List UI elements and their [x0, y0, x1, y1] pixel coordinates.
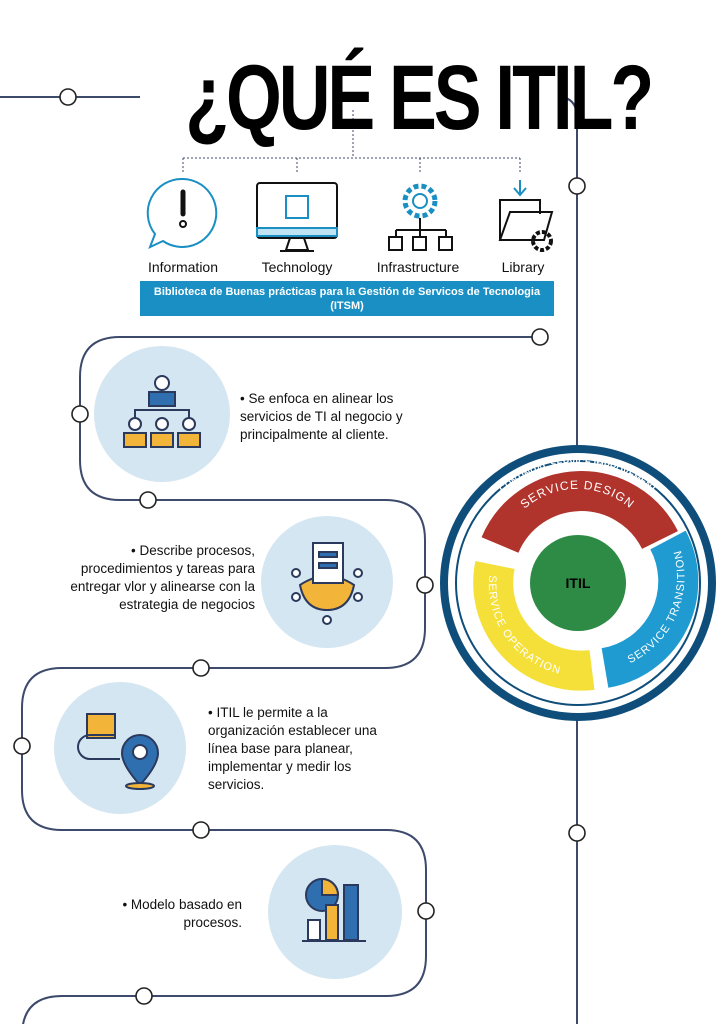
connector-path [0, 96, 578, 1024]
path-nodes [13, 88, 586, 1005]
point-2: • Describe procesos, procedimientos y ta… [70, 543, 255, 612]
org-chart-icon [123, 375, 201, 448]
pillar-information: Information [147, 259, 219, 275]
folder-gear-icon [498, 180, 554, 252]
info-bubble-icon [146, 177, 218, 249]
itil-cycle [440, 445, 716, 721]
point-4: • Modelo basado en procesos. [122, 897, 242, 930]
pillar-infrastructure: Infrastructure [376, 259, 460, 275]
service-design-arc [481, 471, 678, 554]
banner: Biblioteca de Buenas prácticas para la G… [140, 281, 554, 316]
service-operation-arc [473, 561, 595, 691]
server-network-icon [291, 542, 363, 625]
service-transition-arc [600, 530, 699, 688]
point-3: • ITIL le permite a la organización esta… [208, 705, 377, 792]
itil-center-label: ITIL [566, 575, 591, 591]
pillar-technology: Technology [261, 259, 333, 275]
page-title: ¿QUÉ ES ITIL? [185, 47, 654, 149]
pillar-library: Library [501, 259, 545, 275]
point-1: • Se enfoca en alinear los servicios de … [240, 391, 403, 442]
monitor-chip-icon [256, 182, 338, 252]
delivery-location-icon [77, 713, 160, 790]
gear-hierarchy-icon [388, 183, 453, 251]
chart-icon [302, 877, 366, 942]
